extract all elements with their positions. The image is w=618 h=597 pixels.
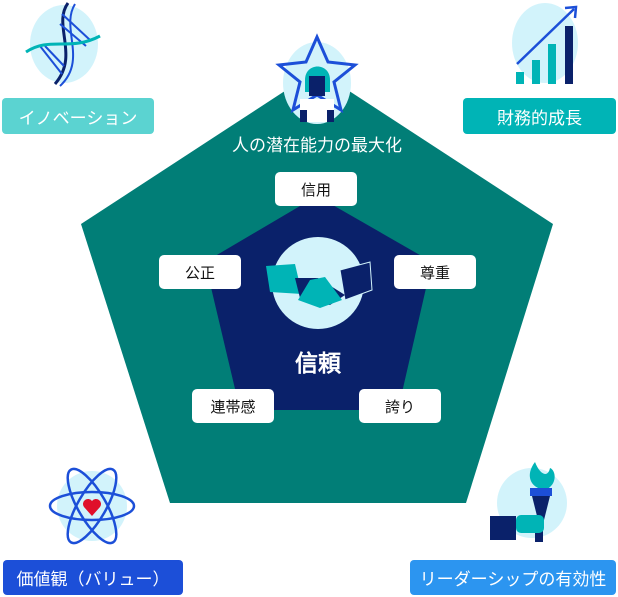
top-title: 人の潜在能力の最大化 <box>232 136 402 156</box>
handshake-icon <box>266 237 373 329</box>
center-label: 信頼 <box>295 351 341 377</box>
torch-icon <box>490 462 567 542</box>
values-label: 価値観（バリュー） <box>3 560 183 595</box>
dna-icon <box>25 2 101 87</box>
pillar-pride: 誇り <box>359 389 441 423</box>
star-person-icon <box>275 33 359 124</box>
pillar-credibility: 信用 <box>275 172 357 206</box>
atom-heart-icon <box>48 467 136 545</box>
leadership-label: リーダーシップの有効性 <box>410 560 616 595</box>
innovation-label: イノベーション <box>2 98 154 134</box>
finance-label: 財務的成長 <box>463 98 616 134</box>
growth-chart-icon <box>512 3 578 84</box>
pillar-respect: 尊重 <box>394 255 476 289</box>
pillar-camaraderie: 連帯感 <box>192 389 274 423</box>
pillar-fairness: 公正 <box>159 255 241 289</box>
